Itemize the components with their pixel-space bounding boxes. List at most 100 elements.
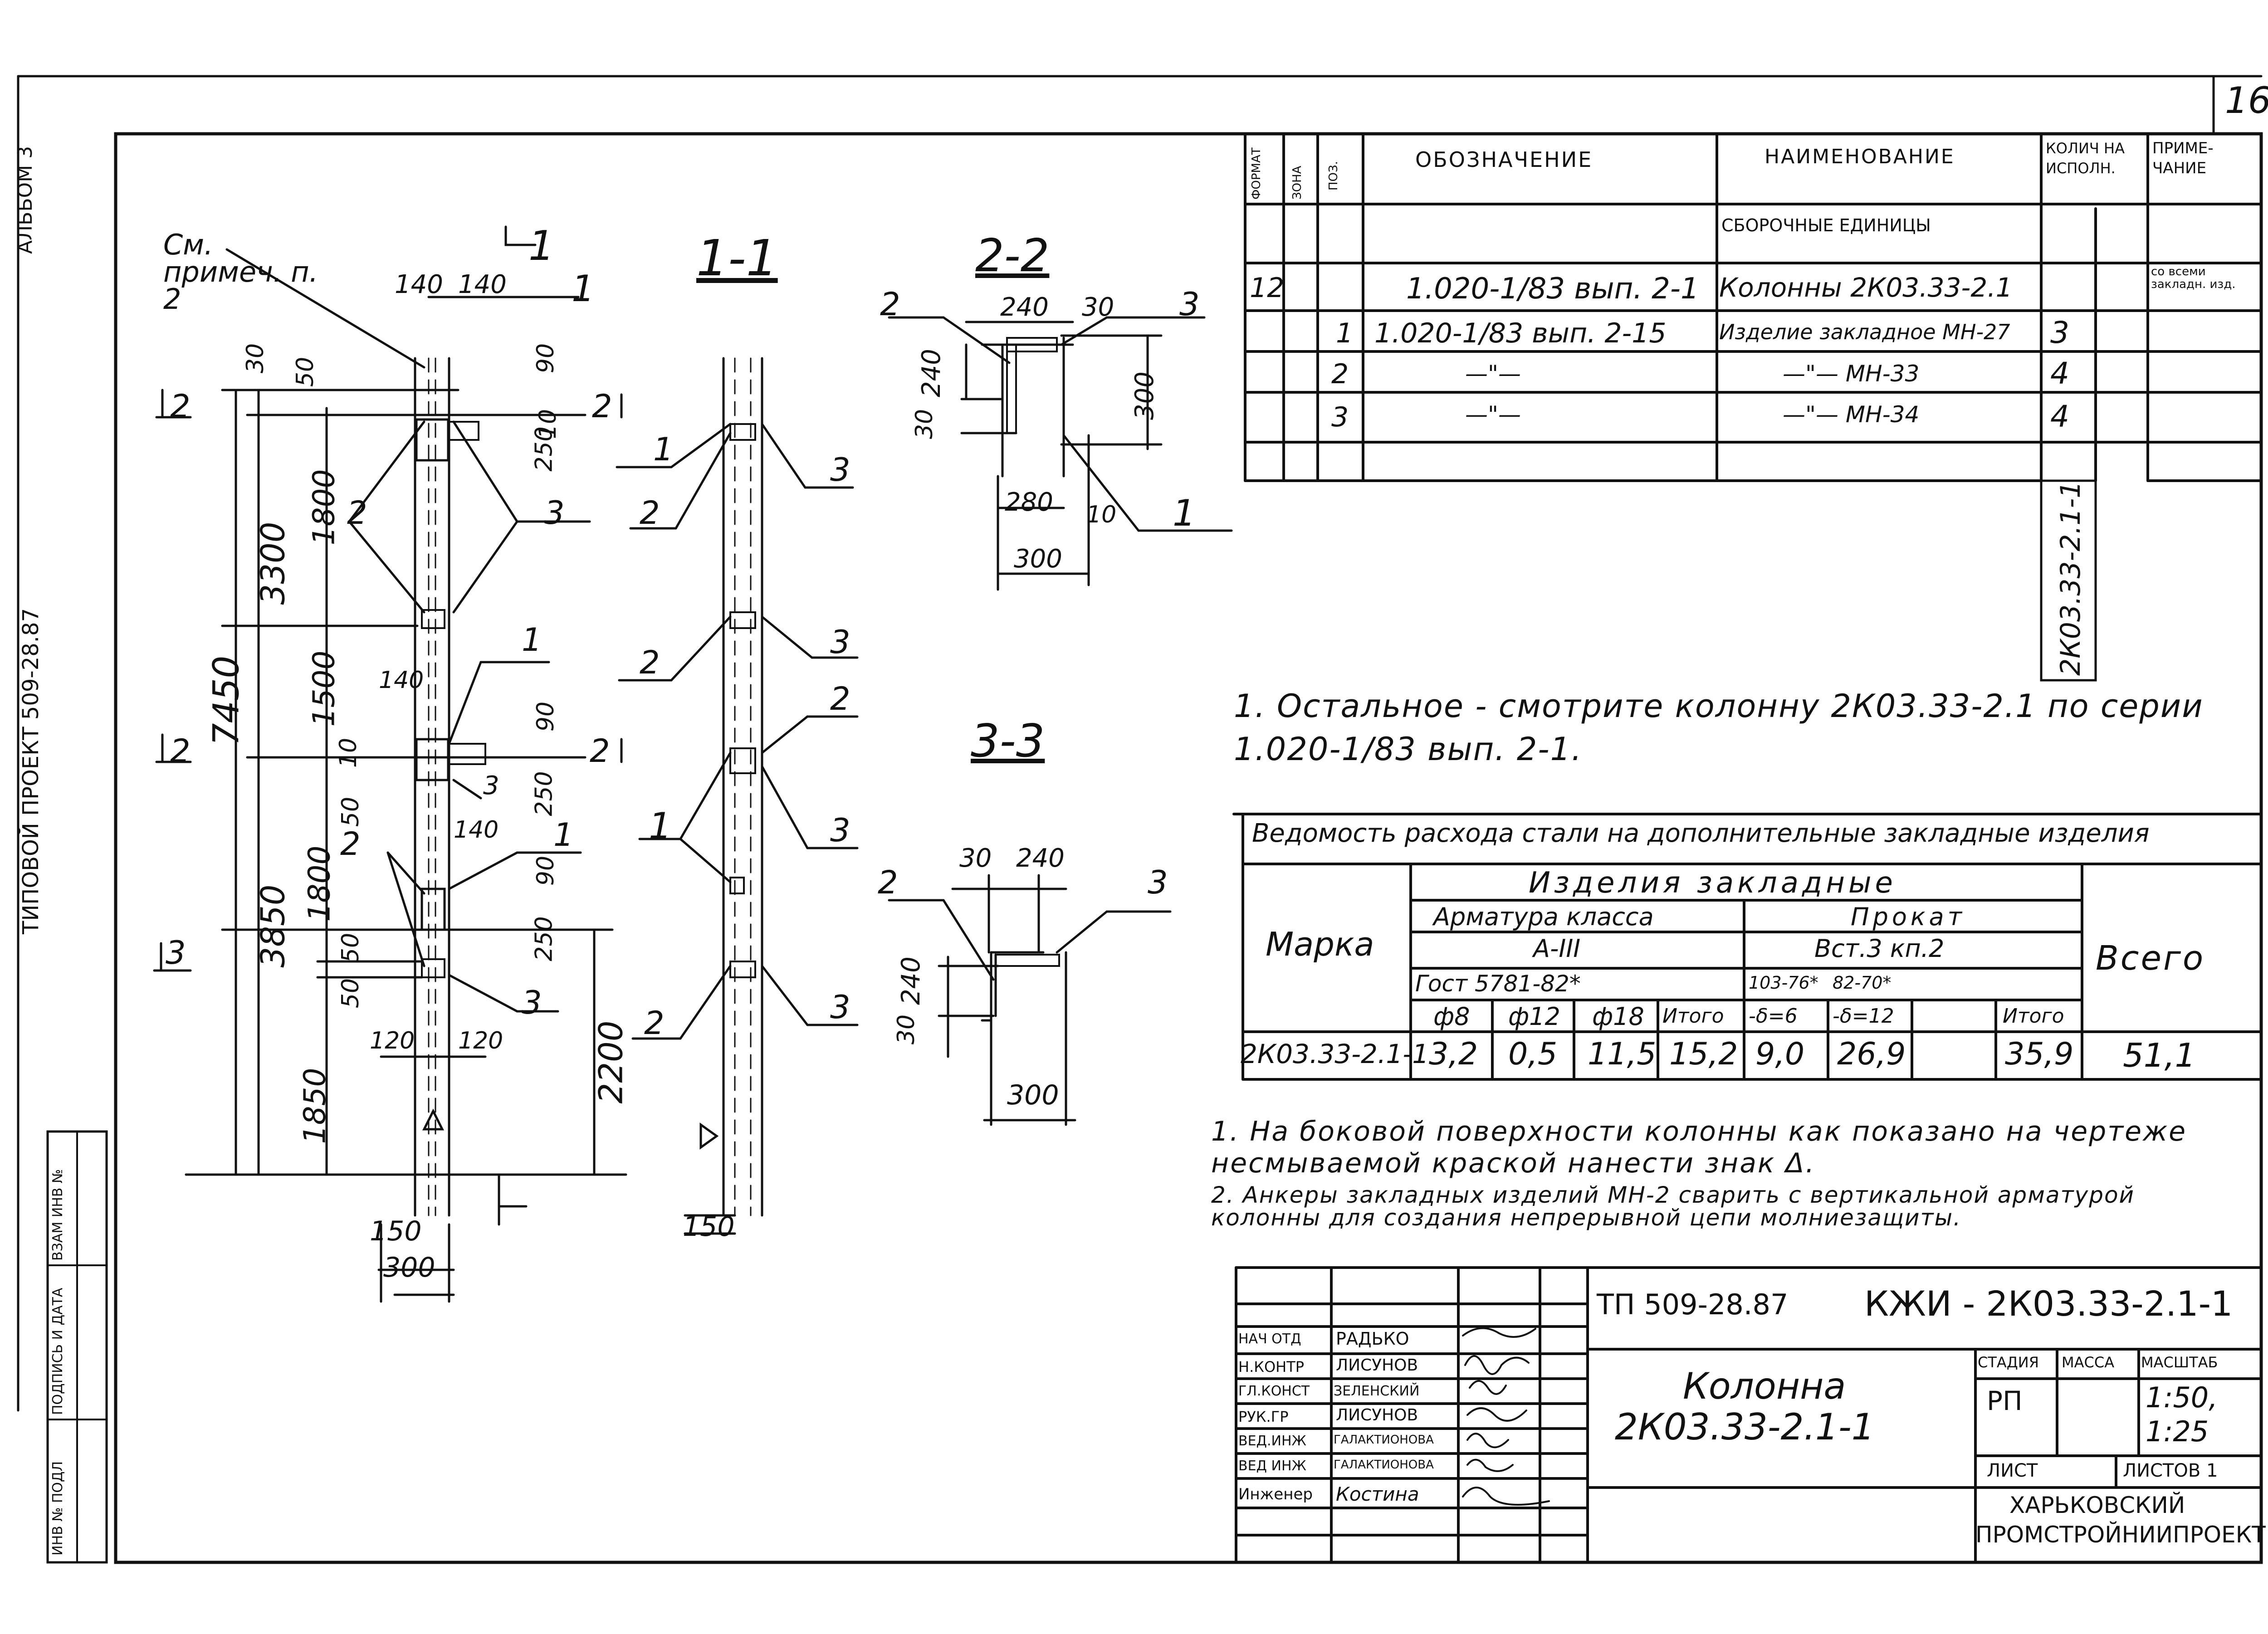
- elevation-callout-1-low: 1: [553, 816, 574, 854]
- stamp-replace-label: ВЗАМ ИНВ №: [50, 1169, 66, 1261]
- section-1-1-callout-a: 1: [653, 431, 674, 468]
- section-1-1-callout-i: 2: [644, 1005, 665, 1042]
- section-1-1-callout-e: 3: [830, 624, 850, 661]
- spec-row2-designation: 1.020-1/83 вып. 2-15: [1374, 317, 1667, 349]
- signatures: [1462, 1327, 1550, 1506]
- spec-row3-pos: 2: [1331, 358, 1349, 390]
- title-item-name-2: 2К03.33-2.1-1: [1615, 1406, 1875, 1448]
- elevation-dim-50c: 50: [337, 932, 365, 963]
- elevation-dim-30: 30: [242, 343, 269, 374]
- elevation-dim-7450: 7450: [206, 655, 247, 746]
- spec-header-designation: ОБОЗНАЧЕНИЕ: [1415, 147, 1593, 172]
- staff-role-4: РУК.ГР: [1238, 1408, 1289, 1425]
- spec-section-label: СБОРОЧНЫЕ ЕДИНИЦЫ: [1721, 215, 1931, 235]
- elevation-dim-90b: 90: [532, 701, 560, 732]
- steel-sub-rebar: Арматура класса: [1433, 902, 1654, 931]
- elevation-note-ref: См. примеч. п. 2: [163, 228, 318, 316]
- steel-val-f12: 0,5: [1508, 1036, 1558, 1072]
- note-1: 1. На боковой поверхности колонны как по…: [1211, 1116, 2187, 1179]
- steel-row-mark: 2К03.33-2.1-1: [1241, 1039, 1429, 1069]
- section-1-1-callout-j: 3: [830, 989, 850, 1026]
- staff-role-3: ГЛ.КОНСТ: [1238, 1383, 1310, 1399]
- spec-row1-name: Колонны 2К03.33-2.1: [1719, 272, 2013, 303]
- steel-col-mark: Марка: [1266, 925, 1374, 963]
- staff-role-7: Инженер: [1238, 1485, 1313, 1503]
- steel-table-grid: [1232, 813, 2263, 1081]
- staff-name-6: ГАЛАКТИОНОВА: [1334, 1458, 1434, 1472]
- steel-sub-f12: ф12: [1508, 1002, 1560, 1031]
- steel-rolled-gost1: 103-76*: [1749, 973, 1818, 993]
- staff-role-6: ВЕД ИНЖ: [1238, 1458, 1306, 1474]
- section-2-2-callout-10: 10: [1086, 501, 1117, 528]
- steel-rolled-gost2: 82-70*: [1833, 973, 1892, 993]
- steel-val-grand-total: 51,1: [2123, 1036, 2196, 1074]
- section-1-1-callout-c: 2: [640, 494, 660, 532]
- elevation-callout-3-mid: 3: [483, 771, 499, 800]
- spec-rotated-mark: 2К03.33-2.1-1: [2055, 481, 2087, 676]
- steel-rolled-steel: Вст.3 кп.2: [1814, 934, 1945, 963]
- elevation-dim-2200: 2200: [591, 1020, 630, 1104]
- staff-name-2: ЛИСУНОВ: [1336, 1356, 1418, 1375]
- elevation-callout-3: 3: [544, 494, 565, 532]
- section-1-1-dim-150: 150: [683, 1211, 735, 1243]
- elevation-dim-10b: 10: [335, 737, 362, 768]
- elevation-callout-3-low: 3: [522, 984, 542, 1021]
- project-label: ТИПОВОЙ ПРОЕКТ 509-28.87: [18, 608, 44, 934]
- section-1-1-callout-d: 2: [640, 644, 660, 681]
- steel-sub-total1: Итого: [1662, 1005, 1724, 1028]
- note-main: 1. Остальное - смотрите колонну 2К03.33-…: [1234, 688, 2204, 768]
- cut-2-left-top: 2: [170, 388, 191, 425]
- steel-val-f18: 11,5: [1588, 1036, 1657, 1072]
- spec-row1-format: 12: [1250, 272, 1285, 304]
- elevation-view: [153, 225, 627, 1303]
- section-1-1-callout-g: 1: [649, 805, 672, 847]
- elevation-dim-140d: 140: [454, 816, 499, 844]
- section-3-3-dim-240-left: 240: [896, 956, 926, 1005]
- spec-row4-name: —"— МН-34: [1783, 401, 1920, 428]
- section-2-2-dim-30-top: 30: [1082, 293, 1114, 322]
- steel-group: Изделия закладные: [1529, 866, 1897, 900]
- elevation-dim-300: 300: [383, 1252, 435, 1283]
- section-2-2-callout-3: 3: [1179, 286, 1200, 323]
- section-2-2-dim-240-top: 240: [1000, 293, 1049, 322]
- elevation-dim-120a: 120: [370, 1027, 415, 1054]
- elevation-dim-150: 150: [370, 1215, 422, 1247]
- elevation-callout-2-mid: 2: [340, 825, 361, 863]
- steel-sub-f18: ф18: [1592, 1002, 1644, 1031]
- elevation-dim-1850: 1850: [297, 1068, 332, 1144]
- page-number: 16: [2225, 79, 2268, 122]
- elevation-callout-1-top: 1: [572, 268, 595, 310]
- sheet-frame: [114, 132, 2263, 1564]
- spec-row3-designation: —"—: [1465, 361, 1521, 387]
- section-2-2-view: [888, 316, 1233, 591]
- steel-rebar-gost: Гост 5781-82*: [1415, 971, 1581, 997]
- elevation-callout-1-mid: 1: [522, 621, 542, 658]
- section-3-3-callout-2: 2: [878, 864, 898, 901]
- steel-title: Ведомость расхода стали на дополнительны…: [1252, 819, 2150, 848]
- spec-row2-name: Изделие закладное МН-27: [1719, 320, 2010, 344]
- album-label: АЛЬБОМ 3: [14, 146, 37, 254]
- spec-header-zone: ЗОНА: [1290, 166, 1304, 200]
- title-stage: РП: [1987, 1385, 2023, 1416]
- section-2-2-callout-2: 2: [880, 286, 900, 323]
- elevation-dim-250b: 250: [530, 771, 558, 816]
- spec-header-format: ФОРМАТ: [1250, 147, 1263, 200]
- title-drawing-code: КЖИ - 2К03.33-2.1-1: [1864, 1283, 2233, 1324]
- elevation-dim-3300: 3300: [254, 522, 292, 605]
- title-sheet-label: ЛИСТ: [1987, 1460, 2038, 1481]
- section-3-3-dim-300: 300: [1007, 1079, 1059, 1111]
- spec-row3-name: —"— МН-33: [1783, 361, 1920, 387]
- staff-name-7: Костина: [1336, 1483, 1419, 1505]
- steel-col-total: Всего: [2096, 939, 2205, 978]
- spec-table-grid: [1244, 132, 2263, 682]
- elevation-dim-50: 50: [292, 356, 319, 387]
- elevation-dim-50d: 50: [337, 978, 365, 1009]
- title-scale-1: 1:50,: [2146, 1381, 2218, 1414]
- spec-row4-designation: —"—: [1465, 401, 1521, 428]
- stamp-inv-label: ИНВ № ПОДЛ: [50, 1461, 66, 1556]
- elevation-callout-2: 2: [347, 494, 367, 532]
- staff-role-1: НАЧ ОТД: [1238, 1331, 1301, 1347]
- steel-rebar-class: А-III: [1533, 934, 1581, 963]
- elevation-dim-250: 250: [530, 426, 558, 472]
